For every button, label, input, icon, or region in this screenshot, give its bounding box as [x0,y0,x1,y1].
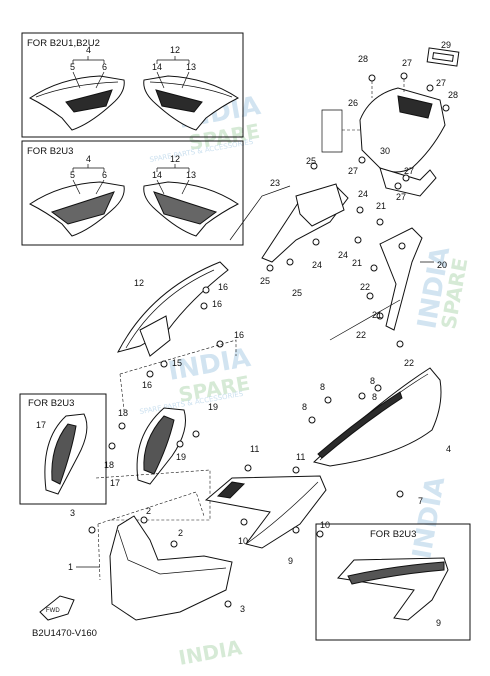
callout-24: 24 [312,260,322,270]
inset-box-bottom: FOR B2U3 9 [315,523,471,641]
callout-12: 12 [134,278,144,288]
decal-emblem-right [155,89,203,113]
right-bracket-assembly: 20 22 21 22 22 [329,227,447,368]
callout-3: 3 [70,508,75,518]
decal-pattern-right [153,191,218,225]
callout-21: 21 [376,201,386,211]
callout-6: 6 [102,170,107,180]
callout-5: 5 [70,62,75,72]
rear-cover-assembly: 29 28 27 27 28 26 30 27 27 27 [321,40,460,202]
callout-27: 27 [404,166,414,176]
box-label-top: FOR B2U1,B2U2 [27,38,100,49]
box-label-mid: FOR B2U3 [27,146,73,157]
callout-4: 4 [86,154,91,164]
callout-22: 22 [404,358,414,368]
callout-14: 14 [152,62,162,72]
callout-5: 5 [70,170,75,180]
callout-16: 16 [234,330,244,340]
callout-2: 2 [178,528,183,538]
callout-21: 21 [372,310,382,320]
callout-10: 10 [238,536,248,546]
callout-14: 14 [152,170,162,180]
side-cover-4-assembly: 8 8 8 8 4 7 [302,367,451,506]
callout-22: 22 [356,330,366,340]
box-label-bottom: FOR B2U3 [370,529,416,540]
callout-2: 2 [146,506,151,516]
callout-16: 16 [212,299,222,309]
inner-panel-assembly: 25 23 24 21 24 24 21 25 25 [229,156,386,298]
side-cover-17-assembly: 18 19 18 19 17 [95,402,218,521]
callout-17: 17 [36,420,46,430]
callout-4: 4 [446,444,451,454]
callout-3: 3 [240,604,245,614]
callout-24: 24 [338,250,348,260]
side-stay-bracket [379,227,423,331]
callout-13: 13 [186,170,196,180]
callout-15: 15 [172,358,182,368]
callout-17: 17 [110,478,120,488]
callout-29: 29 [441,40,451,50]
box-label-left: FOR B2U3 [28,398,74,409]
fwd-mark: FWD [39,595,75,621]
lower-side-cover-9 [204,475,327,549]
callout-9: 9 [436,618,441,628]
rear-bracket [379,167,437,197]
callout-16: 16 [218,282,228,292]
callout-28: 28 [358,54,368,64]
callout-27: 27 [402,58,412,68]
callout-28: 28 [448,90,458,100]
callout-11: 11 [296,452,305,462]
callout-25: 25 [292,288,302,298]
front-cover-assembly: 3 2 2 1 3 [68,491,245,621]
callout-30: 30 [380,146,390,156]
callout-11: 11 [250,444,259,454]
callout-8: 8 [320,382,325,392]
fwd-label: FWD [46,608,60,614]
lower-cover-9-assembly: 11 11 10 10 9 [204,444,330,566]
callout-20: 20 [437,260,447,270]
callout-25: 25 [306,156,316,166]
side-cover-4 [312,367,442,467]
callout-22: 22 [360,282,370,292]
callout-21: 21 [352,258,362,268]
watermark-brand-right-low: INDIA [407,474,451,561]
callout-19: 19 [176,452,186,462]
callout-16: 16 [142,380,152,390]
callout-8: 8 [370,376,375,386]
callout-19: 19 [208,402,218,412]
callout-10: 10 [320,520,330,530]
callout-9: 9 [288,556,293,566]
callout-27: 27 [396,192,406,202]
callout-27: 27 [436,78,446,88]
callout-6: 6 [102,62,107,72]
callout-18: 18 [118,408,128,418]
inset-box-left: FOR B2U3 17 [19,393,107,505]
callout-25: 25 [260,276,270,286]
callout-13: 13 [186,62,196,72]
callout-8: 8 [302,402,307,412]
watermark-spare-bottom: INDIA [177,635,244,670]
callout-23: 23 [270,178,280,188]
callout-8: 8 [372,392,377,402]
decal-pattern-left [50,191,115,225]
callout-1: 1 [68,562,73,572]
decal-emblem-left [65,89,113,113]
callout-4: 4 [86,45,91,55]
inset-box-mid: FOR B2U3 4 5 6 12 14 13 [21,140,244,246]
callout-12: 12 [170,154,180,164]
callout-7: 7 [418,496,423,506]
callout-12: 12 [170,45,180,55]
callout-27: 27 [348,166,358,176]
front-lower-cover-1 [109,515,233,621]
callout-18: 18 [104,460,114,470]
inset-box-top: FOR B2U1,B2U2 4 5 6 12 14 13 [21,32,244,138]
diagram-code: B2U1470-V160 [32,628,97,639]
callout-26: 26 [348,98,358,108]
callout-24: 24 [358,189,368,199]
side-cover-12-assembly: 12 16 16 16 15 16 [117,261,244,411]
